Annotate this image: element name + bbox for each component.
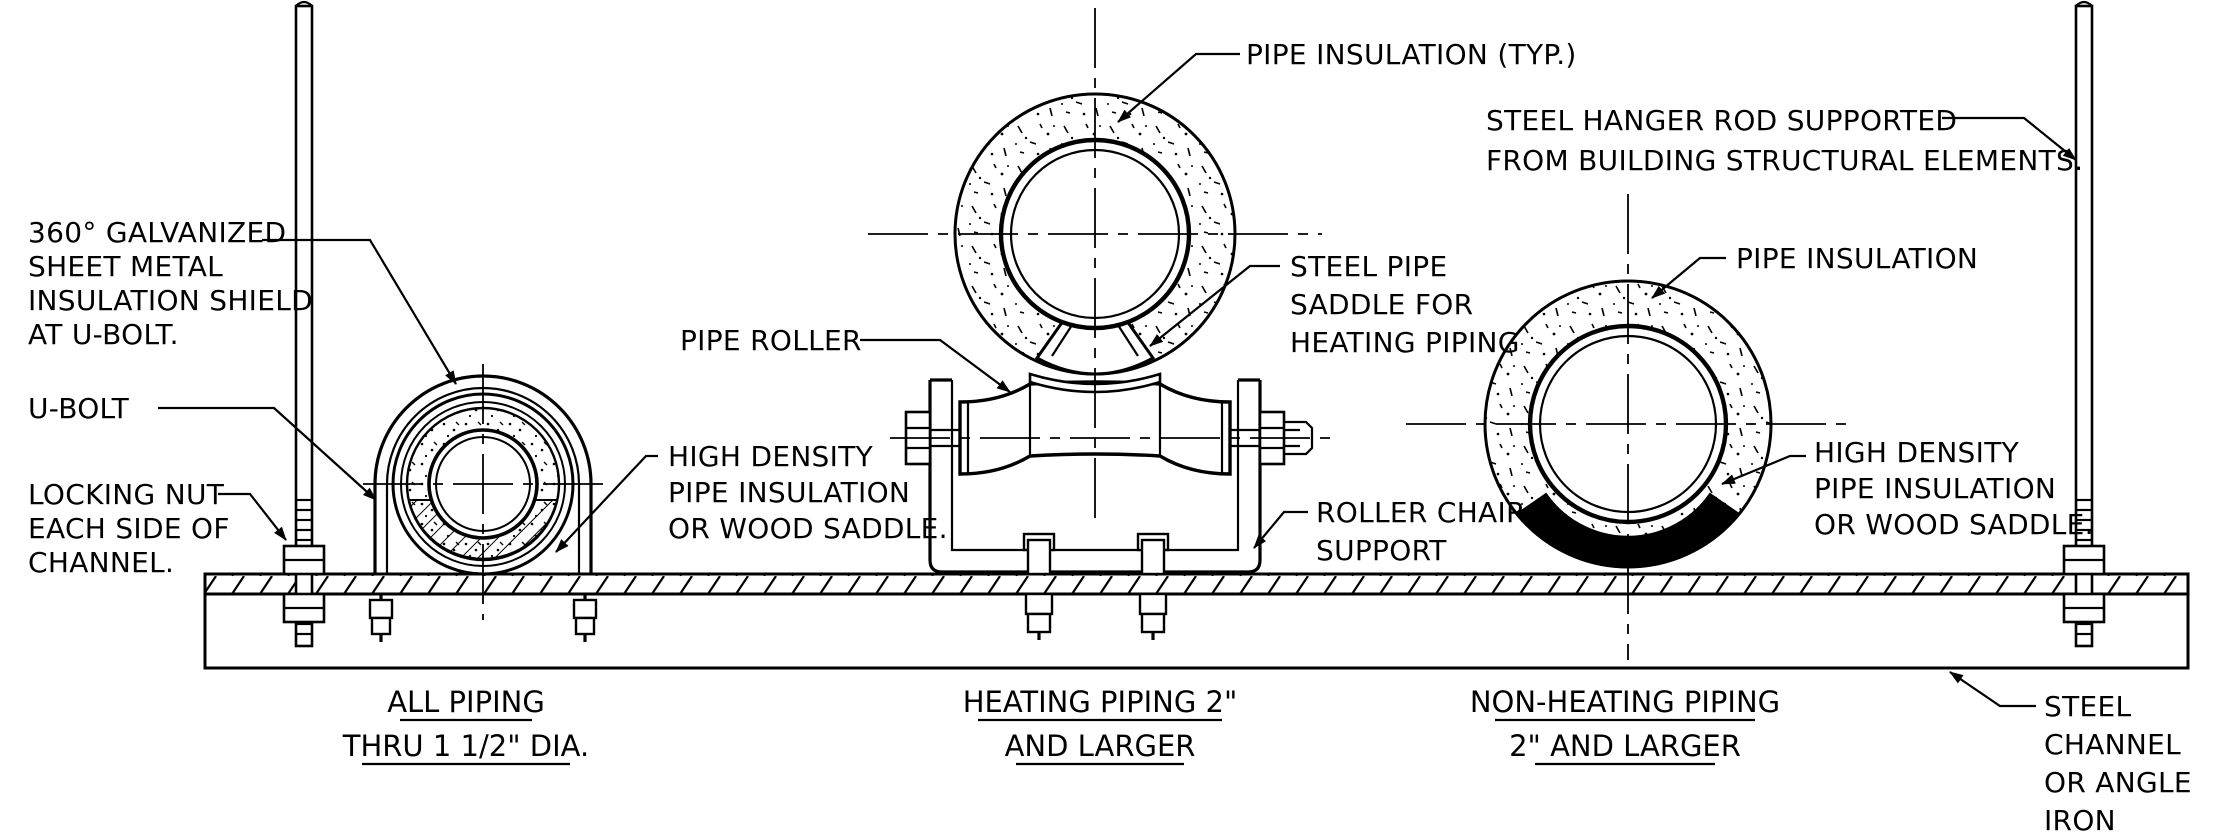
- rod-label-line-2: FROM BUILDING STRUCTURAL ELEMENTS.: [1486, 144, 2083, 177]
- nut-label-line-3: CHANNEL.: [28, 546, 174, 579]
- hd-right-label-line-1: HIGH DENSITY: [1814, 436, 2020, 469]
- left-pipe-ubolt-assembly: [363, 364, 613, 642]
- ubolt-label: U-BOLT: [28, 392, 130, 425]
- shield-label-line-1: 360° GALVANIZED: [28, 216, 286, 249]
- hd-left-label-line-3: OR WOOD SADDLE.: [668, 512, 948, 545]
- shield-label-line-4: AT U-BOLT.: [28, 318, 179, 351]
- caption-left-line-1: ALL PIPING: [387, 685, 545, 719]
- caption-left-line-2: THRU 1 1/2" DIA.: [342, 729, 589, 763]
- chair-anchor-bolts: [1022, 532, 1170, 640]
- channel-label-line-4: IRON: [2044, 804, 2116, 837]
- left-hanger-rod: [282, 0, 326, 648]
- channel-label-line-1: STEEL: [2044, 690, 2131, 723]
- shield-label-line-3: INSULATION SHIELD: [28, 284, 313, 317]
- saddle-label-line-3: HEATING PIPING: [1290, 326, 1520, 359]
- right-hanger-rod: [2062, 0, 2106, 648]
- center-roller-chair-assembly: [868, 8, 1330, 640]
- caption-center-line-1: HEATING PIPING 2": [963, 685, 1238, 719]
- caption-right-line-2: 2" AND LARGER: [1509, 729, 1741, 763]
- right-non-heating-pipe: [1406, 194, 1846, 660]
- chair-label-line-2: SUPPORT: [1316, 534, 1447, 567]
- hd-right-label-line-3: OR WOOD SADDLE.: [1814, 508, 2094, 541]
- caption-center-line-2: AND LARGER: [1005, 729, 1196, 763]
- channel-label-line-3: OR ANGLE: [2044, 766, 2192, 799]
- nut-label-line-2: EACH SIDE OF: [28, 512, 230, 545]
- channel-label-line-2: CHANNEL: [2044, 728, 2181, 761]
- left-ubolt-nuts: [368, 594, 598, 642]
- roller-label: PIPE ROLLER: [680, 324, 862, 357]
- insulation-typ-label: PIPE INSULATION (TYP.): [1246, 38, 1577, 71]
- leader-lines: [158, 52, 2077, 708]
- steel-channel: [203, 572, 2190, 670]
- hd-left-label-line-1: HIGH DENSITY: [668, 440, 874, 473]
- insulation-right-label: PIPE INSULATION: [1736, 242, 1978, 275]
- callout-labels: 360° GALVANIZED SHEET METAL INSULATION S…: [28, 38, 2192, 837]
- rod-label-line-1: STEEL HANGER ROD SUPPORTED: [1486, 104, 1957, 137]
- hd-right-label-line-2: PIPE INSULATION: [1814, 472, 2056, 505]
- saddle-label-line-1: STEEL PIPE: [1290, 250, 1447, 283]
- shield-label-line-2: SHEET METAL: [28, 250, 223, 283]
- detail-captions: ALL PIPING THRU 1 1/2" DIA. HEATING PIPI…: [342, 685, 1780, 766]
- nut-label-line-1: LOCKING NUT: [28, 478, 225, 511]
- hd-left-label-line-2: PIPE INSULATION: [668, 476, 910, 509]
- saddle-label-line-2: SADDLE FOR: [1290, 288, 1473, 321]
- caption-right-line-1: NON-HEATING PIPING: [1470, 685, 1780, 719]
- chair-label-line-1: ROLLER CHAIR: [1316, 496, 1526, 529]
- right-wood-saddle: [1515, 492, 1741, 568]
